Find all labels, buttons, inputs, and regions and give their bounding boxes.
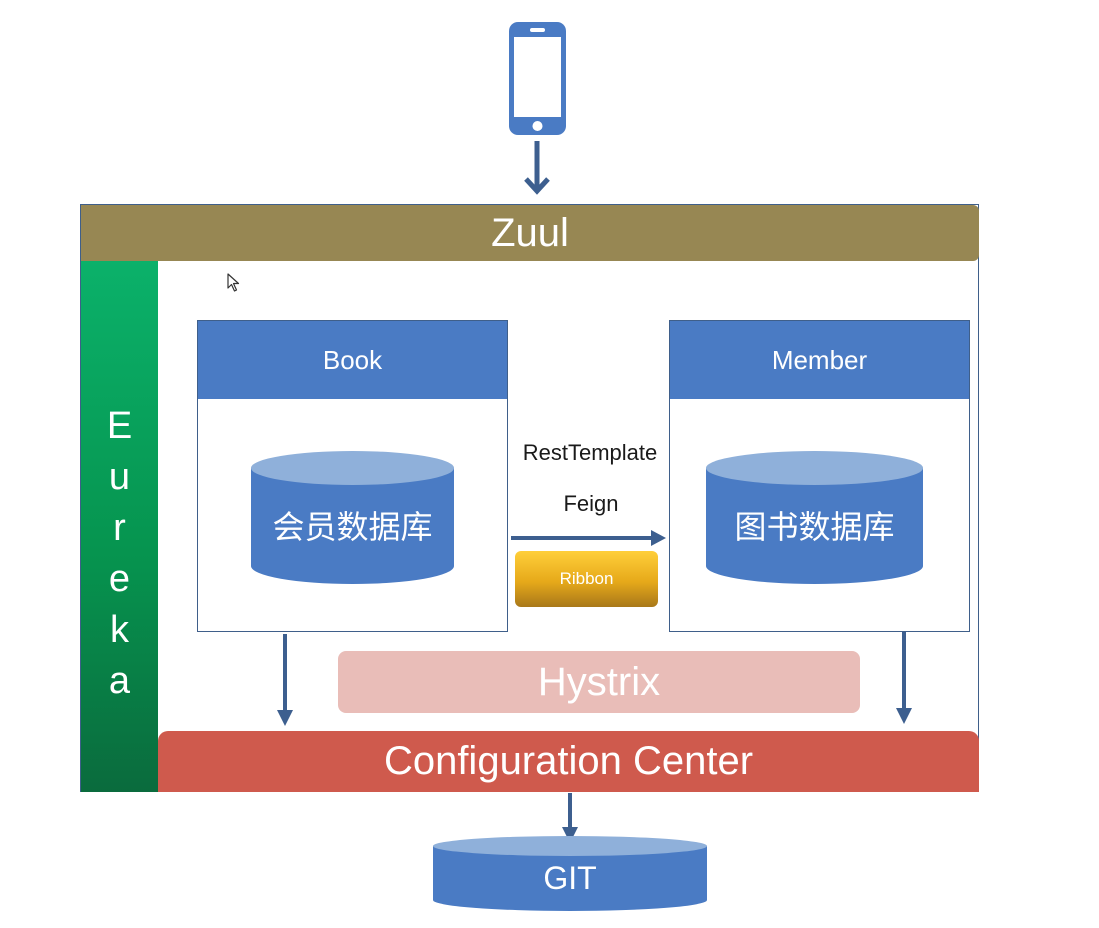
eureka-registry: E u r e k a	[81, 261, 158, 792]
eureka-letter: r	[113, 507, 126, 549]
arrow-config-to-git	[562, 793, 578, 843]
eureka-letter: E	[106, 405, 133, 447]
book-service-header: Book	[198, 321, 507, 399]
member-service-header: Member	[670, 321, 969, 399]
configuration-center: Configuration Center	[158, 731, 979, 792]
member-database-label: 图书数据库	[734, 509, 895, 545]
arrow-member-to-config	[896, 632, 912, 724]
arrow-phone-to-zuul	[524, 141, 550, 195]
ribbon-load-balancer: Ribbon	[515, 551, 658, 607]
zuul-gateway: Zuul	[81, 205, 979, 261]
feign-label: Feign	[563, 491, 619, 516]
eureka-letter: k	[110, 609, 129, 651]
eureka-label: E u r e k a	[81, 401, 158, 707]
hystrix-circuit-breaker: Hystrix	[338, 651, 860, 713]
arrow-book-to-member	[511, 530, 666, 546]
book-service-title: Book	[322, 344, 383, 375]
member-service-title: Member	[771, 344, 868, 375]
git-repository-label: GIT	[543, 859, 597, 896]
book-database-icon	[251, 451, 454, 584]
ribbon-label: Ribbon	[559, 569, 614, 588]
eureka-letter: u	[108, 456, 131, 498]
git-repository-icon	[433, 836, 707, 911]
mouse-cursor-icon	[227, 273, 240, 292]
zuul-label: Zuul	[491, 210, 569, 255]
configuration-center-label: Configuration Center	[383, 739, 754, 783]
rest-template-label: RestTemplate	[522, 440, 658, 465]
phone-icon	[509, 22, 566, 135]
book-database-label: 会员数据库	[272, 509, 433, 545]
arrow-book-to-config	[277, 634, 293, 726]
eureka-letter: e	[108, 558, 131, 600]
eureka-letter: a	[108, 660, 131, 702]
hystrix-label: Hystrix	[537, 659, 661, 704]
member-database-icon	[706, 451, 923, 584]
